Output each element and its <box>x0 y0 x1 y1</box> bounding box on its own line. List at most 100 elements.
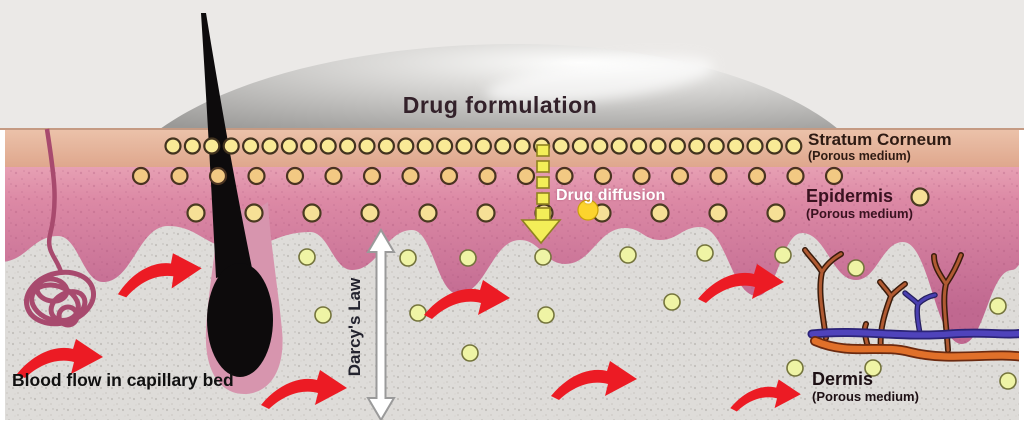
page-edges <box>0 130 1024 426</box>
epidermis-row-1-dot <box>709 166 728 186</box>
epidermis-row-2-dot <box>360 203 380 223</box>
dermis-particle-dot <box>409 304 427 322</box>
epidermis-row-1-dot <box>478 166 497 186</box>
stratum-corneum-row-dot <box>668 137 687 155</box>
dermis-particle-dot <box>537 306 555 324</box>
stratum-corneum-row-dot <box>474 137 492 155</box>
stratum-corneum-row-dot <box>746 137 764 155</box>
dermis-particle-dot <box>314 306 332 324</box>
epidermis-row-1-dot <box>362 166 382 186</box>
stratum-corneum-name: Stratum Corneum <box>808 130 952 149</box>
stratum-corneum-row-dot <box>649 137 667 155</box>
drug-diffusion-arrow <box>520 144 562 245</box>
stratum-corneum-row-dot <box>765 137 784 155</box>
sweat-gland <box>24 128 96 328</box>
epidermis-row-1-dot <box>555 166 574 186</box>
epidermis-row-2-dot <box>766 203 786 223</box>
dermis-particle-dot <box>999 372 1017 390</box>
dermis-particle-dot <box>696 244 714 262</box>
stratum-corneum-sublabel: (Porous medium) <box>808 148 911 163</box>
epidermis-row-1-dot <box>632 166 651 186</box>
blood-flow-label: Blood flow in capillary bed <box>12 370 234 390</box>
epidermis-row-2-dot <box>650 203 670 223</box>
drug-diffusion-label: Drug diffusion <box>556 187 666 204</box>
drug-particle-dot <box>910 187 930 207</box>
stratum-corneum-row-dot <box>707 137 725 155</box>
stratum-corneum-row-dot <box>785 137 803 155</box>
dermis-particle-dot <box>459 249 477 267</box>
dome-highlight <box>485 55 715 105</box>
stratum-corneum-row-dot <box>726 137 745 155</box>
epidermis-row-2-dot <box>708 203 728 223</box>
stratum-corneum-row-dot <box>416 137 434 155</box>
stratum-corneum-row-dot <box>552 137 570 155</box>
darcys-law-label: Darcy's Law <box>345 277 364 377</box>
dermis-particle-dot <box>847 259 865 277</box>
dermis-particle-dot <box>864 359 882 377</box>
dermis-particle-dot <box>774 246 792 264</box>
stratum-corneum-row-dot <box>629 137 648 155</box>
stratum-corneum-row-dot <box>261 137 279 155</box>
dermis-particle-dot <box>663 293 681 311</box>
stratum-corneum-row-dot <box>300 137 318 155</box>
epidermis-row-1-dot <box>824 166 844 186</box>
dermis-particle-dot <box>534 248 552 266</box>
epidermis-row-1-dot <box>208 166 228 186</box>
epidermis-row-2-dot <box>418 203 438 223</box>
epidermis-row-1-dot <box>247 166 266 186</box>
stratum-corneum-row-dot <box>164 137 182 155</box>
epidermis-row-2-dot <box>476 203 496 223</box>
stratum-corneum-row-dot <box>280 137 298 155</box>
stratum-corneum-row-dot <box>319 137 337 155</box>
stratum-corneum-row-dot <box>688 137 706 155</box>
epidermis-row-1-dot <box>170 166 189 186</box>
dermis-label: Dermis (Porous medium) <box>812 370 919 404</box>
epidermis-label: Epidermis (Porous medium) <box>806 187 913 221</box>
dermis-particle-dot <box>399 249 417 267</box>
stratum-corneum-row-dot <box>222 137 240 155</box>
epidermis-row-1-dot <box>324 166 343 186</box>
drug-formulation-title: Drug formulation <box>402 92 598 118</box>
dermis-particle-dot <box>619 246 637 264</box>
epidermis-row-2-dot <box>302 203 322 223</box>
epidermis-row-1-dot <box>593 166 613 186</box>
dermis-particle-dot <box>786 359 804 377</box>
epidermis-row-1-dot <box>131 166 151 186</box>
drug-particles <box>131 137 1017 390</box>
stratum-corneum-row-dot <box>610 137 628 155</box>
blood-vessels <box>802 247 1024 362</box>
epidermis-row-1-dot <box>401 166 420 186</box>
stratum-corneum-row-dot <box>242 137 260 155</box>
artery-orange <box>810 336 1024 362</box>
stratum-corneum-row-dot <box>571 137 590 155</box>
epidermis-row-1-dot <box>670 166 690 186</box>
drug-particle-dot <box>577 199 599 221</box>
dermis-particle-dot <box>989 297 1007 315</box>
stratum-corneum-row-dot <box>591 137 609 155</box>
stratum-corneum-row-dot <box>455 137 473 155</box>
stratum-corneum-row-dot <box>397 137 415 155</box>
epidermis-row-1-dot <box>786 166 805 186</box>
vein-blue <box>807 290 1024 340</box>
stratum-corneum-row-dot <box>494 137 512 155</box>
stratum-corneum-label: Stratum Corneum (Porous medium) <box>808 131 952 163</box>
dermis-sublabel: (Porous medium) <box>812 388 919 404</box>
epidermis-row-1-dot <box>516 166 536 186</box>
epidermis-row-2-dot <box>244 203 264 223</box>
stratum-corneum-row-dot <box>436 137 454 155</box>
epidermis-row-2-dot <box>186 203 206 223</box>
stratum-corneum-row-dot <box>339 137 357 155</box>
stratum-corneum-row-dot <box>358 137 376 155</box>
epidermis-name: Epidermis <box>806 186 894 206</box>
dermis-particle-dot <box>298 248 316 266</box>
epidermis-row-1-dot <box>285 166 305 186</box>
dermis-name: Dermis <box>812 369 874 389</box>
epidermis-sublabel: (Porous medium) <box>806 205 913 221</box>
dermis-particle-dot <box>461 344 479 362</box>
stratum-corneum-row-dot <box>203 137 221 155</box>
stratum-corneum-row-dot <box>183 137 201 155</box>
epidermis-row-1-dot <box>747 166 767 186</box>
stratum-corneum-row-dot <box>513 137 531 155</box>
